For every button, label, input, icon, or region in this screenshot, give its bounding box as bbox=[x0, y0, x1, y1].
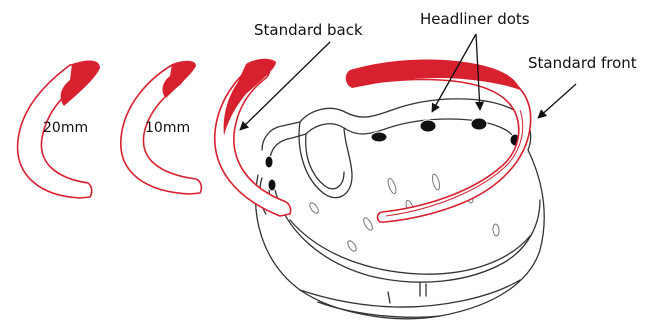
label-20mm: 20mm bbox=[43, 120, 88, 136]
helmet-base-detail bbox=[388, 282, 426, 303]
headliner-dot bbox=[268, 179, 276, 191]
arrow-standard-front bbox=[538, 84, 576, 118]
helmet-lower-lip bbox=[300, 280, 520, 307]
pad-standard-back bbox=[215, 59, 291, 216]
helmet-inner-bowl-2 bbox=[290, 220, 530, 274]
vent-hole bbox=[346, 239, 358, 252]
headliner-dot bbox=[471, 118, 487, 130]
vent-hole bbox=[431, 173, 441, 190]
headliner-dot bbox=[265, 156, 273, 168]
vent-hole bbox=[492, 224, 499, 236]
headliner-dot bbox=[371, 132, 387, 142]
vent-hole bbox=[362, 216, 374, 231]
vent-hole bbox=[308, 201, 320, 214]
vent-hole bbox=[386, 177, 397, 194]
label-standard-back: Standard back bbox=[254, 21, 363, 39]
helmet-lower-lip-2 bbox=[318, 302, 440, 317]
pad-standard-front-body bbox=[348, 62, 531, 222]
label-standard-front: Standard front bbox=[528, 54, 637, 72]
pad-10mm-red-top bbox=[163, 61, 196, 98]
label-headliner-dots: Headliner dots bbox=[420, 10, 530, 28]
label-10mm: 10mm bbox=[145, 120, 190, 136]
headliner-dot bbox=[420, 120, 436, 132]
